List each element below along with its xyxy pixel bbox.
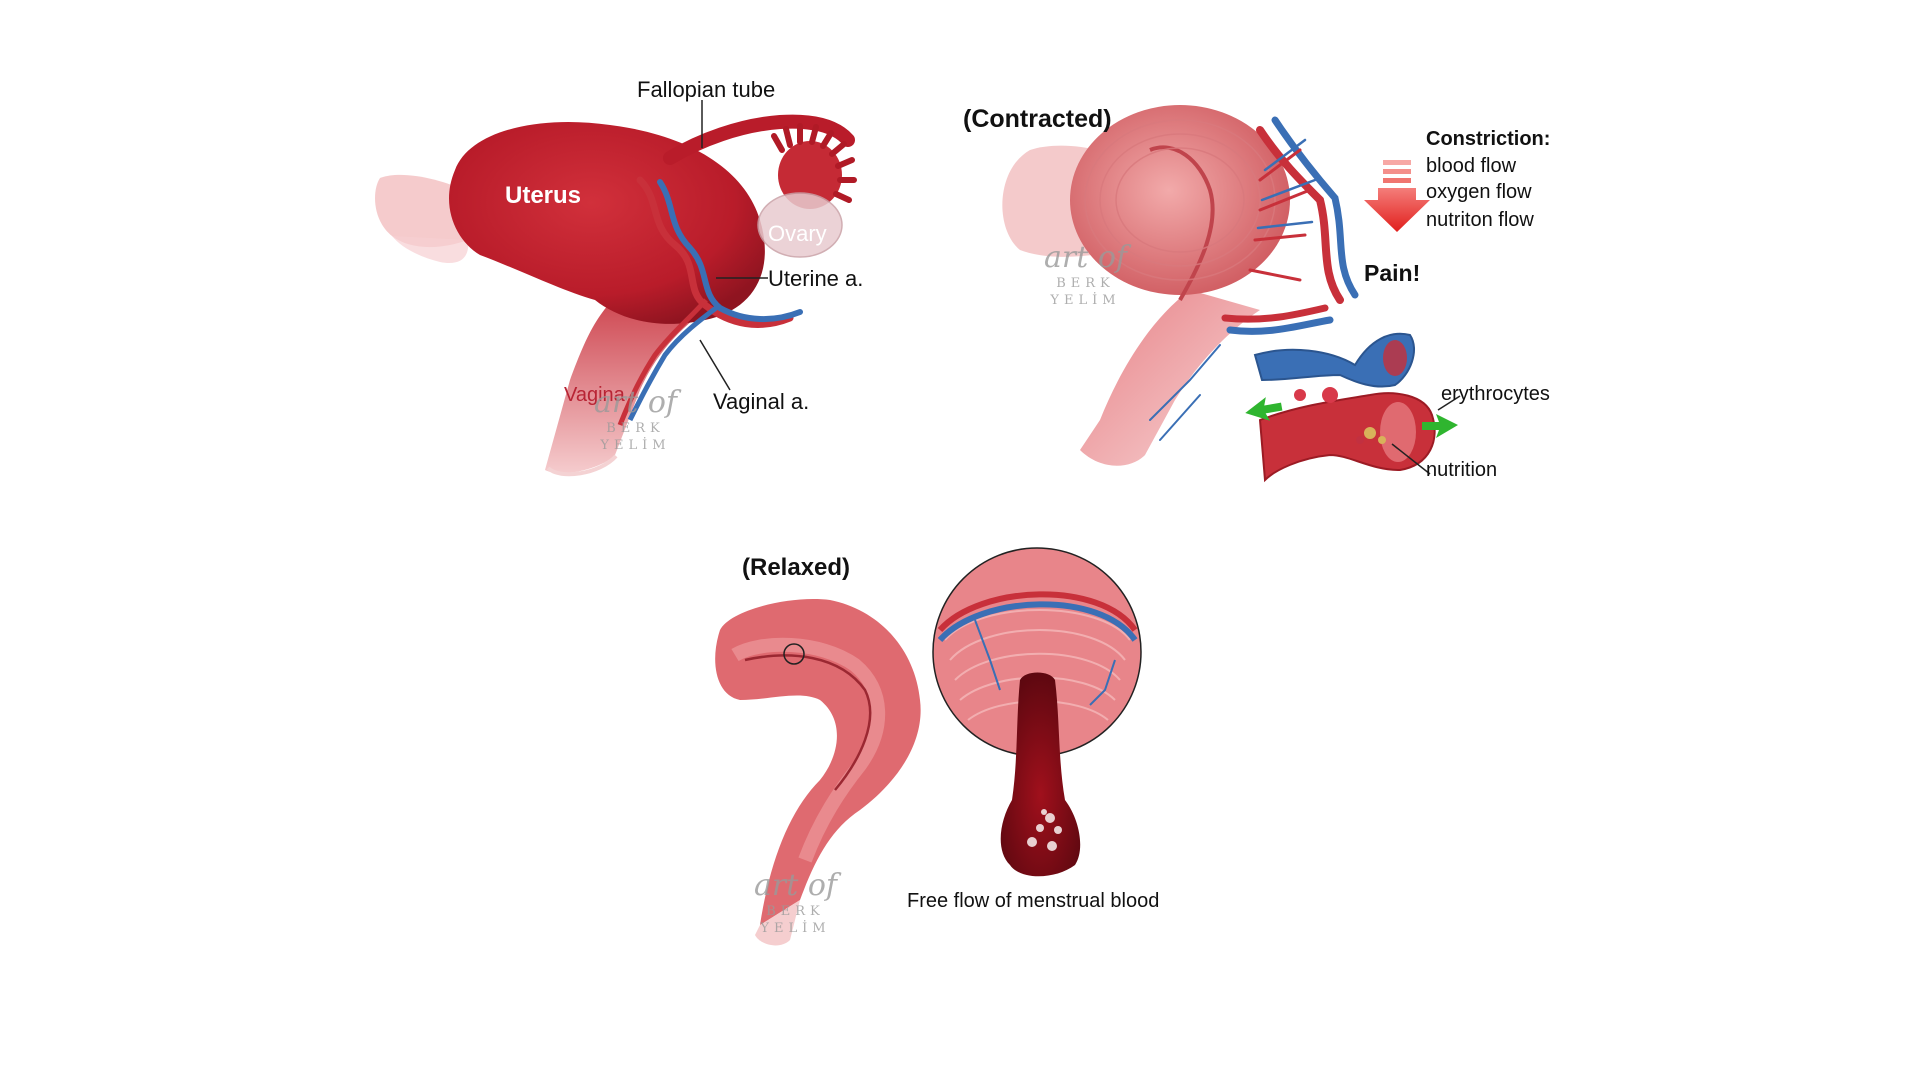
green-arrow-left-icon xyxy=(1245,397,1283,421)
label-blood-flow: blood flow xyxy=(1426,155,1517,177)
watermark-top-left: art of BERK YELİM xyxy=(594,385,677,453)
label-uterine-artery: Uterine a. xyxy=(768,266,864,291)
label-constriction: Constriction: xyxy=(1426,128,1551,150)
contracted-uterus-diagram xyxy=(1002,105,1461,483)
label-erythrocytes: erythrocytes xyxy=(1441,383,1550,405)
green-arrow-right-icon xyxy=(1422,414,1458,438)
label-fallopian-tube: Fallopian tube xyxy=(637,77,776,102)
label-free-flow: Free flow of menstrual blood xyxy=(907,890,1160,912)
label-oxygen-flow: oxygen flow xyxy=(1426,181,1532,203)
label-uterus: Uterus xyxy=(505,182,582,209)
label-vagina: Vagina xyxy=(564,384,625,406)
label-pain: Pain! xyxy=(1364,260,1421,286)
uterus-anatomy-diagram xyxy=(375,100,857,477)
label-nutrition-flow: nutriton flow xyxy=(1426,209,1534,231)
label-vaginal-artery: Vaginal a. xyxy=(713,389,810,414)
watermark-bottom: art of BERK YELİM xyxy=(754,868,837,936)
watermark-top-right: art of BERK YELİM xyxy=(1044,240,1127,308)
relaxed-uterus-diagram xyxy=(715,547,1142,946)
label-relaxed: (Relaxed) xyxy=(742,554,851,581)
label-nutrition: nutrition xyxy=(1426,459,1498,481)
label-contracted: (Contracted) xyxy=(963,105,1112,133)
label-ovary: Ovary xyxy=(768,221,827,246)
constriction-arrow-icon xyxy=(1364,160,1430,232)
